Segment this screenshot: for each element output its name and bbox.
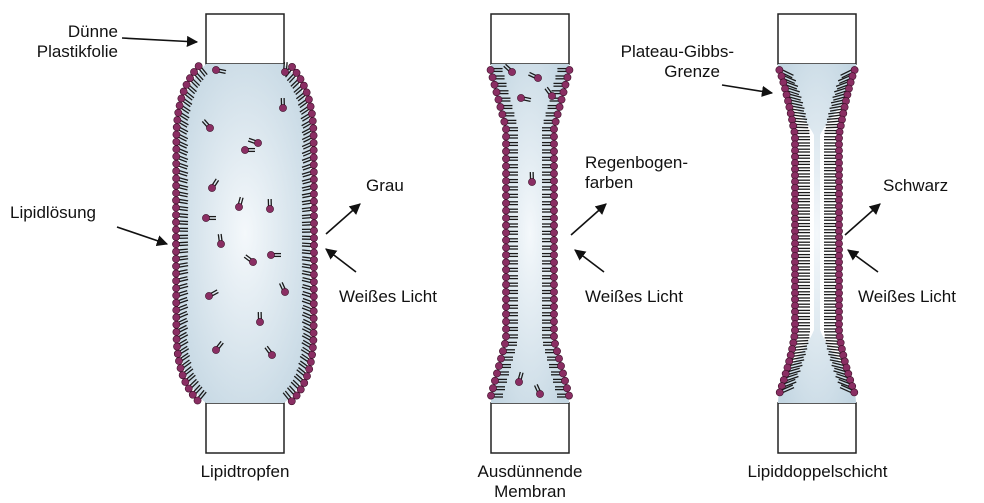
lipid-molecule <box>825 128 844 135</box>
plastic-foil-top <box>778 14 856 64</box>
label-line: Dünne <box>0 22 118 42</box>
panel-thinning-membrane <box>487 14 573 453</box>
label-plateau-gibbs-border: Plateau-Gibbs- Grenze <box>582 42 734 82</box>
plastic-foil-bottom <box>778 403 856 453</box>
lipid-molecule <box>790 122 809 129</box>
arrow-plateau-gibbs <box>722 85 772 93</box>
caption-lipid-bilayer: Lipiddoppelschicht <box>735 462 900 482</box>
label-line: farben <box>585 173 688 193</box>
lipid-molecule <box>826 122 845 129</box>
label-lipid-solution: Lipidlösung <box>10 203 96 223</box>
label-white-light-3: Weißes Licht <box>858 287 956 307</box>
label-white-light-2: Weißes Licht <box>585 287 683 307</box>
plastic-foil-bottom <box>491 403 569 453</box>
plastic-foil-top <box>206 14 284 64</box>
arrow-lipid-solution <box>117 227 167 244</box>
plastic-foil-top <box>491 14 569 64</box>
caption-lipid-droplet: Lipidtropfen <box>170 462 320 482</box>
arrow-incident-light-2 <box>575 250 604 272</box>
label-white-light-1: Weißes Licht <box>339 287 437 307</box>
plastic-foil-bottom <box>206 403 284 453</box>
arrow-incident-light-3 <box>848 250 878 272</box>
arrow-reflected-black <box>845 204 880 235</box>
caption-line: Membran <box>450 482 610 502</box>
arrow-reflected-rainbow <box>571 204 606 235</box>
label-line: Plateau-Gibbs- <box>582 42 734 62</box>
lipid-solution-droplet <box>180 64 310 403</box>
label-rainbow-colours: Regenbogen- farben <box>585 153 688 193</box>
lipid-molecule <box>791 128 810 135</box>
label-line: Grenze <box>582 62 734 82</box>
arrow-foil <box>122 38 197 42</box>
caption-line: Ausdünnende <box>450 462 610 482</box>
label-black: Schwarz <box>883 176 948 196</box>
label-thin-plastic-foil: Dünne Plastikfolie <box>0 22 118 62</box>
caption-thinning-membrane: Ausdünnende Membran <box>450 462 610 502</box>
arrow-reflected-grey <box>326 204 360 234</box>
arrow-incident-light-1 <box>326 249 356 272</box>
label-grey: Grau <box>366 176 404 196</box>
label-line: Regenbogen- <box>585 153 688 173</box>
label-line: Plastikfolie <box>0 42 118 62</box>
panel-lipid-droplet <box>172 14 317 453</box>
